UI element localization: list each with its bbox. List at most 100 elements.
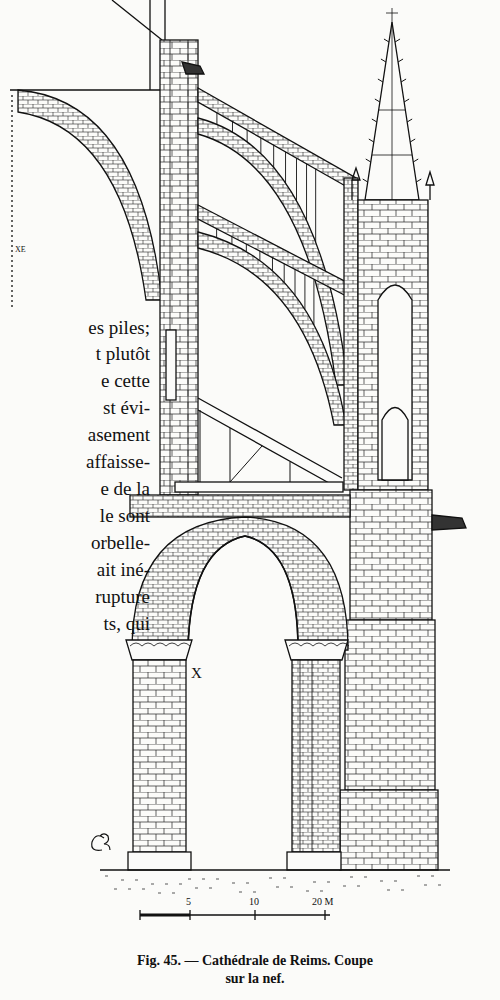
buttress-pier	[340, 790, 438, 870]
ground-dot	[202, 879, 205, 880]
text-fragment: le sont	[100, 506, 150, 527]
ground-dot	[172, 893, 175, 894]
ground-dot	[209, 888, 212, 889]
section-mark: X	[191, 665, 202, 682]
buttress-pier	[350, 490, 432, 620]
text-fragment: affaisse-	[86, 452, 150, 473]
ground-dot	[401, 890, 404, 891]
ground-dot	[320, 891, 323, 892]
flyer-strut	[296, 158, 297, 201]
flying-buttress	[198, 232, 346, 425]
ground-dot	[142, 889, 145, 890]
flyer-struts	[217, 113, 316, 325]
ground-dot	[239, 892, 242, 893]
ground-dot	[121, 880, 124, 881]
capital-foliage	[130, 643, 349, 646]
axis-label: XE	[15, 246, 26, 255]
ground-dot	[253, 892, 256, 893]
buttress-pier	[345, 620, 435, 790]
artist-monogram	[92, 834, 110, 850]
flyer-strut	[259, 251, 260, 260]
section-drawing	[10, 0, 466, 920]
clerestory-wall	[160, 40, 198, 495]
flyer-strut	[273, 145, 274, 167]
ground-dot	[394, 881, 397, 882]
aisle-wall-top	[130, 495, 350, 517]
roof-edge	[112, 0, 165, 90]
flyer-strut	[216, 229, 217, 238]
ground-dot	[165, 884, 168, 885]
crocket	[378, 79, 406, 82]
aisle-roof	[198, 398, 342, 488]
ground-dot	[380, 881, 383, 882]
ground-dot	[438, 885, 441, 886]
text-fragment: e cette	[101, 371, 150, 392]
flyer-strut	[315, 169, 316, 242]
ground-dot	[232, 883, 235, 884]
ground-dot	[364, 877, 367, 878]
gargoyle	[182, 62, 204, 74]
ground-dot	[431, 876, 434, 877]
ground-dot	[179, 884, 182, 885]
truss-post	[200, 410, 290, 482]
flyer-strut	[247, 130, 248, 142]
pier-base	[128, 852, 191, 870]
ground-dot	[246, 883, 249, 884]
ground-dot	[135, 880, 138, 881]
gargoyle	[432, 515, 466, 530]
ground-dot	[151, 884, 154, 885]
respond-base	[287, 852, 341, 870]
tabernacle-arch	[382, 408, 408, 481]
crockets	[363, 39, 422, 182]
ground-dot	[158, 893, 161, 894]
arch-rib	[188, 536, 298, 650]
text-fragment: rupture	[95, 587, 150, 608]
ground-dot	[306, 891, 309, 892]
spire-detail	[372, 8, 412, 200]
ground-dot	[313, 882, 316, 883]
nave-pier	[133, 660, 186, 852]
scale-number: 10	[249, 896, 259, 907]
flyer-strut	[285, 152, 286, 183]
ground-dot	[387, 890, 390, 891]
wall-window	[166, 330, 176, 400]
tabernacle	[358, 200, 428, 490]
ground-dot	[350, 877, 353, 878]
text-fragment: e de la	[100, 479, 150, 500]
ground-dot	[114, 889, 117, 890]
nave-vault	[18, 90, 162, 300]
text-fragment: es piles;	[88, 318, 150, 339]
flyer-strut	[295, 269, 296, 295]
scale-number: 5	[186, 896, 191, 907]
crocket	[375, 99, 409, 102]
scale-number: 20 M	[312, 896, 333, 907]
scale-bar	[140, 910, 330, 920]
text-fragment: st évi-	[103, 398, 150, 419]
ground-dot	[105, 876, 108, 877]
flyer-strut	[246, 244, 247, 252]
flyer-strut	[306, 164, 307, 221]
ground-dot	[216, 879, 219, 880]
figure-caption: Fig. 45. — Cathédrale de Reims. Coupe su…	[135, 952, 375, 987]
crocket	[384, 39, 400, 42]
crocket	[381, 59, 403, 62]
flyer-strut	[216, 113, 217, 125]
tabernacle-niche	[378, 285, 412, 480]
text-fragment: ts, qui	[104, 614, 150, 635]
respond-shaft	[300, 660, 312, 852]
ground-line	[100, 869, 450, 870]
ground-dot	[343, 886, 346, 887]
flyer-strut	[304, 275, 305, 310]
ground-dot	[269, 878, 272, 879]
axis-line	[11, 95, 12, 310]
ground-dot	[290, 887, 293, 888]
pinnacle-finial	[352, 168, 434, 200]
crocket	[363, 179, 422, 182]
flyer-strut	[232, 122, 233, 133]
crocket	[372, 119, 412, 122]
ground-dot	[276, 887, 279, 888]
ground-dot	[128, 889, 131, 890]
aisle-arch	[132, 517, 348, 650]
ground-dot	[283, 878, 286, 879]
vault-top	[10, 89, 160, 90]
